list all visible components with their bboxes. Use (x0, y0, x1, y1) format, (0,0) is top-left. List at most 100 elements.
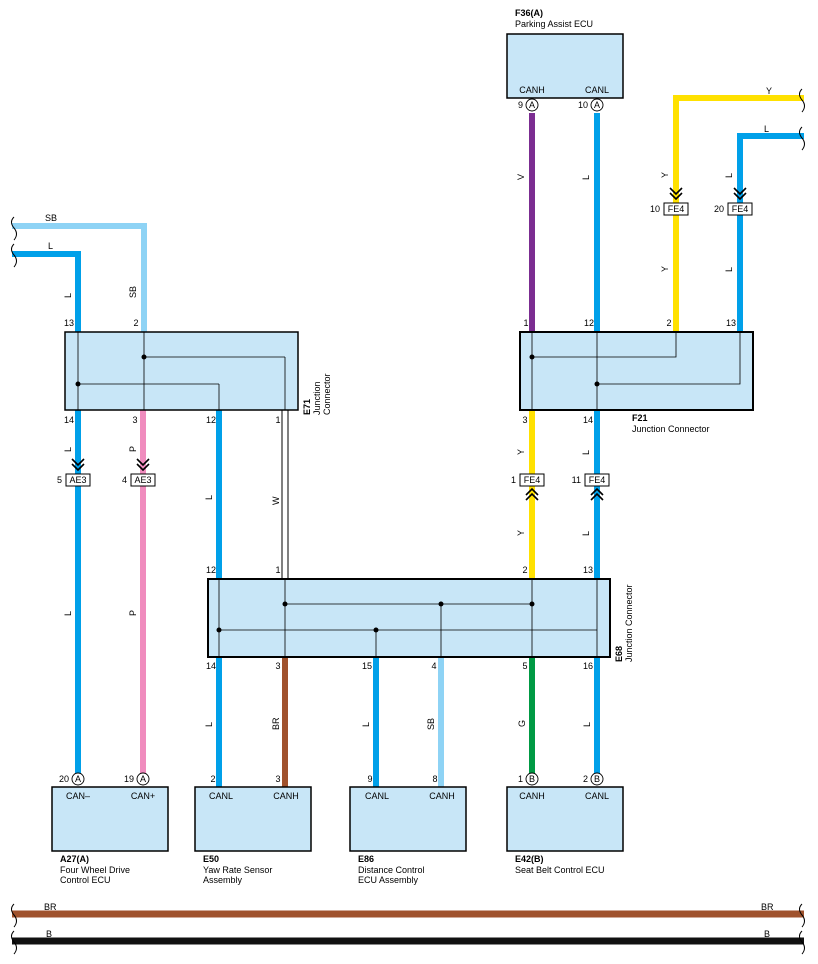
e42-pin-1-no: 1 (518, 774, 523, 784)
fe4-d-pin: 11 (572, 475, 581, 485)
e71-name-1: Junction (312, 381, 322, 415)
connector-fe4-d (584, 473, 610, 501)
e71-name-2: Connector (322, 373, 332, 415)
a27-code: A27(A) (60, 854, 89, 864)
e68-name: Junction Connector (624, 584, 634, 662)
label-l-vert-2: L (724, 267, 734, 272)
label-l-top: L (48, 241, 53, 251)
label-y-vert-1: Y (660, 172, 670, 178)
f36-pin-canh: CANH (519, 85, 545, 95)
e68-pin-12: 12 (206, 565, 216, 575)
e86-pin-1-no: 9 (367, 774, 372, 784)
e71-pin-12: 12 (206, 415, 216, 425)
label-l-e50: L (204, 722, 214, 727)
f21-pin-12: 12 (584, 318, 594, 328)
label-y-mid: Y (516, 449, 526, 455)
e86-ecu (349, 786, 467, 852)
a27-circle-b: A (140, 774, 146, 784)
e68-pin-4: 4 (431, 661, 436, 671)
fe4-b-pin: 20 (714, 204, 724, 214)
e50-pin-2: CANH (273, 791, 299, 801)
connector-fe4-c (519, 473, 545, 501)
e68-code: E68 (614, 646, 624, 662)
e50-name-1: Yaw Rate Sensor (203, 865, 272, 875)
label-l-topright: L (764, 124, 769, 134)
f21-name: Junction Connector (632, 424, 710, 434)
e50-pin-1-no: 2 (210, 774, 215, 784)
e68-pin-16: 16 (583, 661, 593, 671)
wire-l-incoming (12, 251, 81, 332)
e50-ecu (194, 786, 312, 852)
fe4-a-pin: 10 (650, 204, 660, 214)
label-l-b: L (204, 495, 214, 500)
e68-pin-13: 13 (583, 565, 593, 575)
label-v-f36: V (516, 174, 526, 180)
e71-junction (64, 331, 299, 411)
fe4-c-label: FE4 (524, 475, 541, 485)
labels: F36(A) Parking Assist ECU CANH CANL 9 10… (44, 8, 774, 939)
label-y-vert-2: Y (660, 266, 670, 272)
break-marks (11, 88, 805, 955)
fe4-b-label: FE4 (732, 204, 749, 214)
f36-pin-canl-no: 10 (578, 100, 588, 110)
e68-pin-14: 14 (206, 661, 216, 671)
e50-pin-1: CANL (209, 791, 233, 801)
label-p-a: P (128, 446, 138, 452)
label-sb-e86: SB (426, 718, 436, 730)
f36-pin-canl: CANL (585, 85, 609, 95)
fe4-c-pin: 1 (511, 475, 516, 485)
e68-junction (207, 578, 611, 658)
label-sb-top: SB (45, 213, 57, 223)
f36-circle-a: A (529, 100, 535, 110)
f21-pin-1: 1 (523, 318, 528, 328)
ae3-b-pin: 4 (122, 475, 127, 485)
a27-ecu (51, 786, 169, 852)
e50-name-2: Assembly (203, 875, 243, 885)
e68-pin-3: 3 (275, 661, 280, 671)
wire-l-incoming-right (737, 133, 804, 332)
label-b-bus-left: B (46, 929, 52, 939)
e68-pin-1: 1 (275, 565, 280, 575)
e42-name: Seat Belt Control ECU (515, 865, 605, 875)
f21-code: F21 (632, 413, 648, 423)
e86-name-1: Distance Control (358, 865, 425, 875)
label-l-left: L (63, 293, 73, 298)
label-l-vert-1: L (724, 173, 734, 178)
label-l-f36: L (581, 175, 591, 180)
e42-pin-2: CANL (585, 791, 609, 801)
f21-pin-14: 14 (583, 415, 593, 425)
label-y-low: Y (516, 530, 526, 536)
connector-fe4-a (663, 187, 689, 216)
label-l-lower-a: L (63, 611, 73, 616)
a27-pin-1-no: 20 (59, 774, 69, 784)
e71-pin-2: 2 (133, 318, 138, 328)
e71-pin-13: 13 (64, 318, 74, 328)
label-l-e86: L (361, 722, 371, 727)
e86-pin-1: CANL (365, 791, 389, 801)
a27-name-2: Control ECU (60, 875, 111, 885)
label-br-bus-right: BR (761, 902, 774, 912)
wire-y-incoming (673, 95, 804, 332)
e71-pin-14: 14 (64, 415, 74, 425)
ae3-a-pin: 5 (57, 475, 62, 485)
ae3-b-label: AE3 (134, 475, 151, 485)
label-l-a: L (63, 447, 73, 452)
f21-pin-13: 13 (726, 318, 736, 328)
e42-circle-b: B (594, 774, 600, 784)
inline-connectors (65, 187, 753, 501)
label-w-b: W (271, 496, 281, 505)
connector-ae3-a (65, 458, 91, 487)
e68-pin-5: 5 (522, 661, 527, 671)
e68-pin-2: 2 (522, 565, 527, 575)
label-l-low: L (581, 531, 591, 536)
f21-junction (519, 331, 754, 411)
ae3-a-label: AE3 (69, 475, 86, 485)
label-b-bus-right: B (764, 929, 770, 939)
a27-pin-2-no: 19 (124, 774, 134, 784)
label-l-mid: L (581, 450, 591, 455)
a27-pin-1: CAN– (66, 791, 90, 801)
e42-ecu (506, 786, 624, 852)
f36-pin-canh-no: 9 (518, 100, 523, 110)
e71-code: E71 (302, 399, 312, 415)
